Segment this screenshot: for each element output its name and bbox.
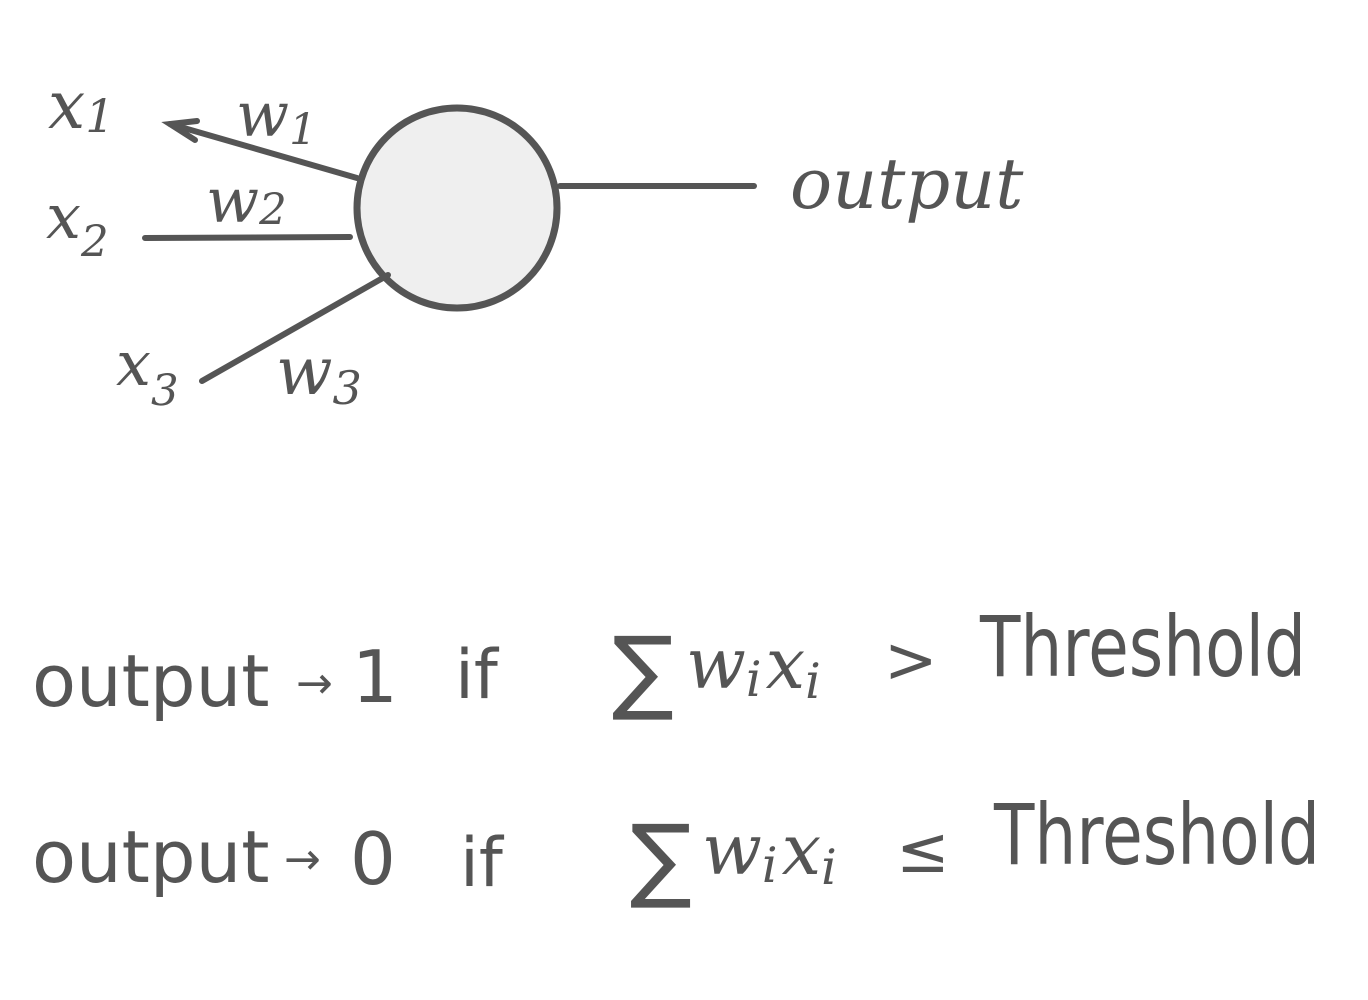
weight-label-3: w3 — [276, 333, 362, 415]
rule-1-op: > — [884, 624, 938, 698]
rule-2-term: wixi — [702, 809, 837, 896]
input-label-1: x1 — [48, 67, 115, 144]
input-label-3: x3 — [116, 327, 179, 416]
weight-label-2: w2 — [206, 164, 287, 237]
edge-input-1 — [167, 121, 360, 181]
rule-2-sum: ∑ — [630, 805, 692, 912]
edge-input-2 — [142, 234, 353, 241]
rule-1-arrow: → — [296, 658, 333, 709]
rule-2-arrow: → — [284, 834, 321, 885]
rule-1-lhs: output — [32, 639, 269, 723]
rule-output-1: output → 1 if ∑ wixi > Threshold — [32, 598, 1306, 724]
rule-2-rhs: Threshold — [993, 786, 1320, 884]
rule-1-sum: ∑ — [612, 617, 674, 724]
rule-2-value: 0 — [350, 817, 396, 901]
input-label-2: x2 — [46, 180, 109, 267]
rule-1-term: wixi — [686, 623, 821, 710]
neuron-node — [353, 104, 561, 312]
rule-2-lhs: output — [32, 815, 269, 899]
output-label: output — [790, 143, 1024, 225]
edge-input-3 — [199, 272, 391, 384]
rule-2-op: ≤ — [896, 814, 950, 888]
rule-2-cond: if — [460, 824, 505, 903]
rule-1-rhs: Threshold — [979, 598, 1306, 696]
rule-output-0: output → 0 if ∑ wixi ≤ Threshold — [32, 786, 1320, 912]
rule-1-cond: if — [455, 636, 500, 715]
rule-1-value: 1 — [352, 635, 398, 719]
edge-input-1-arrowhead — [161, 118, 200, 143]
weight-label-1: w1 — [236, 78, 317, 155]
